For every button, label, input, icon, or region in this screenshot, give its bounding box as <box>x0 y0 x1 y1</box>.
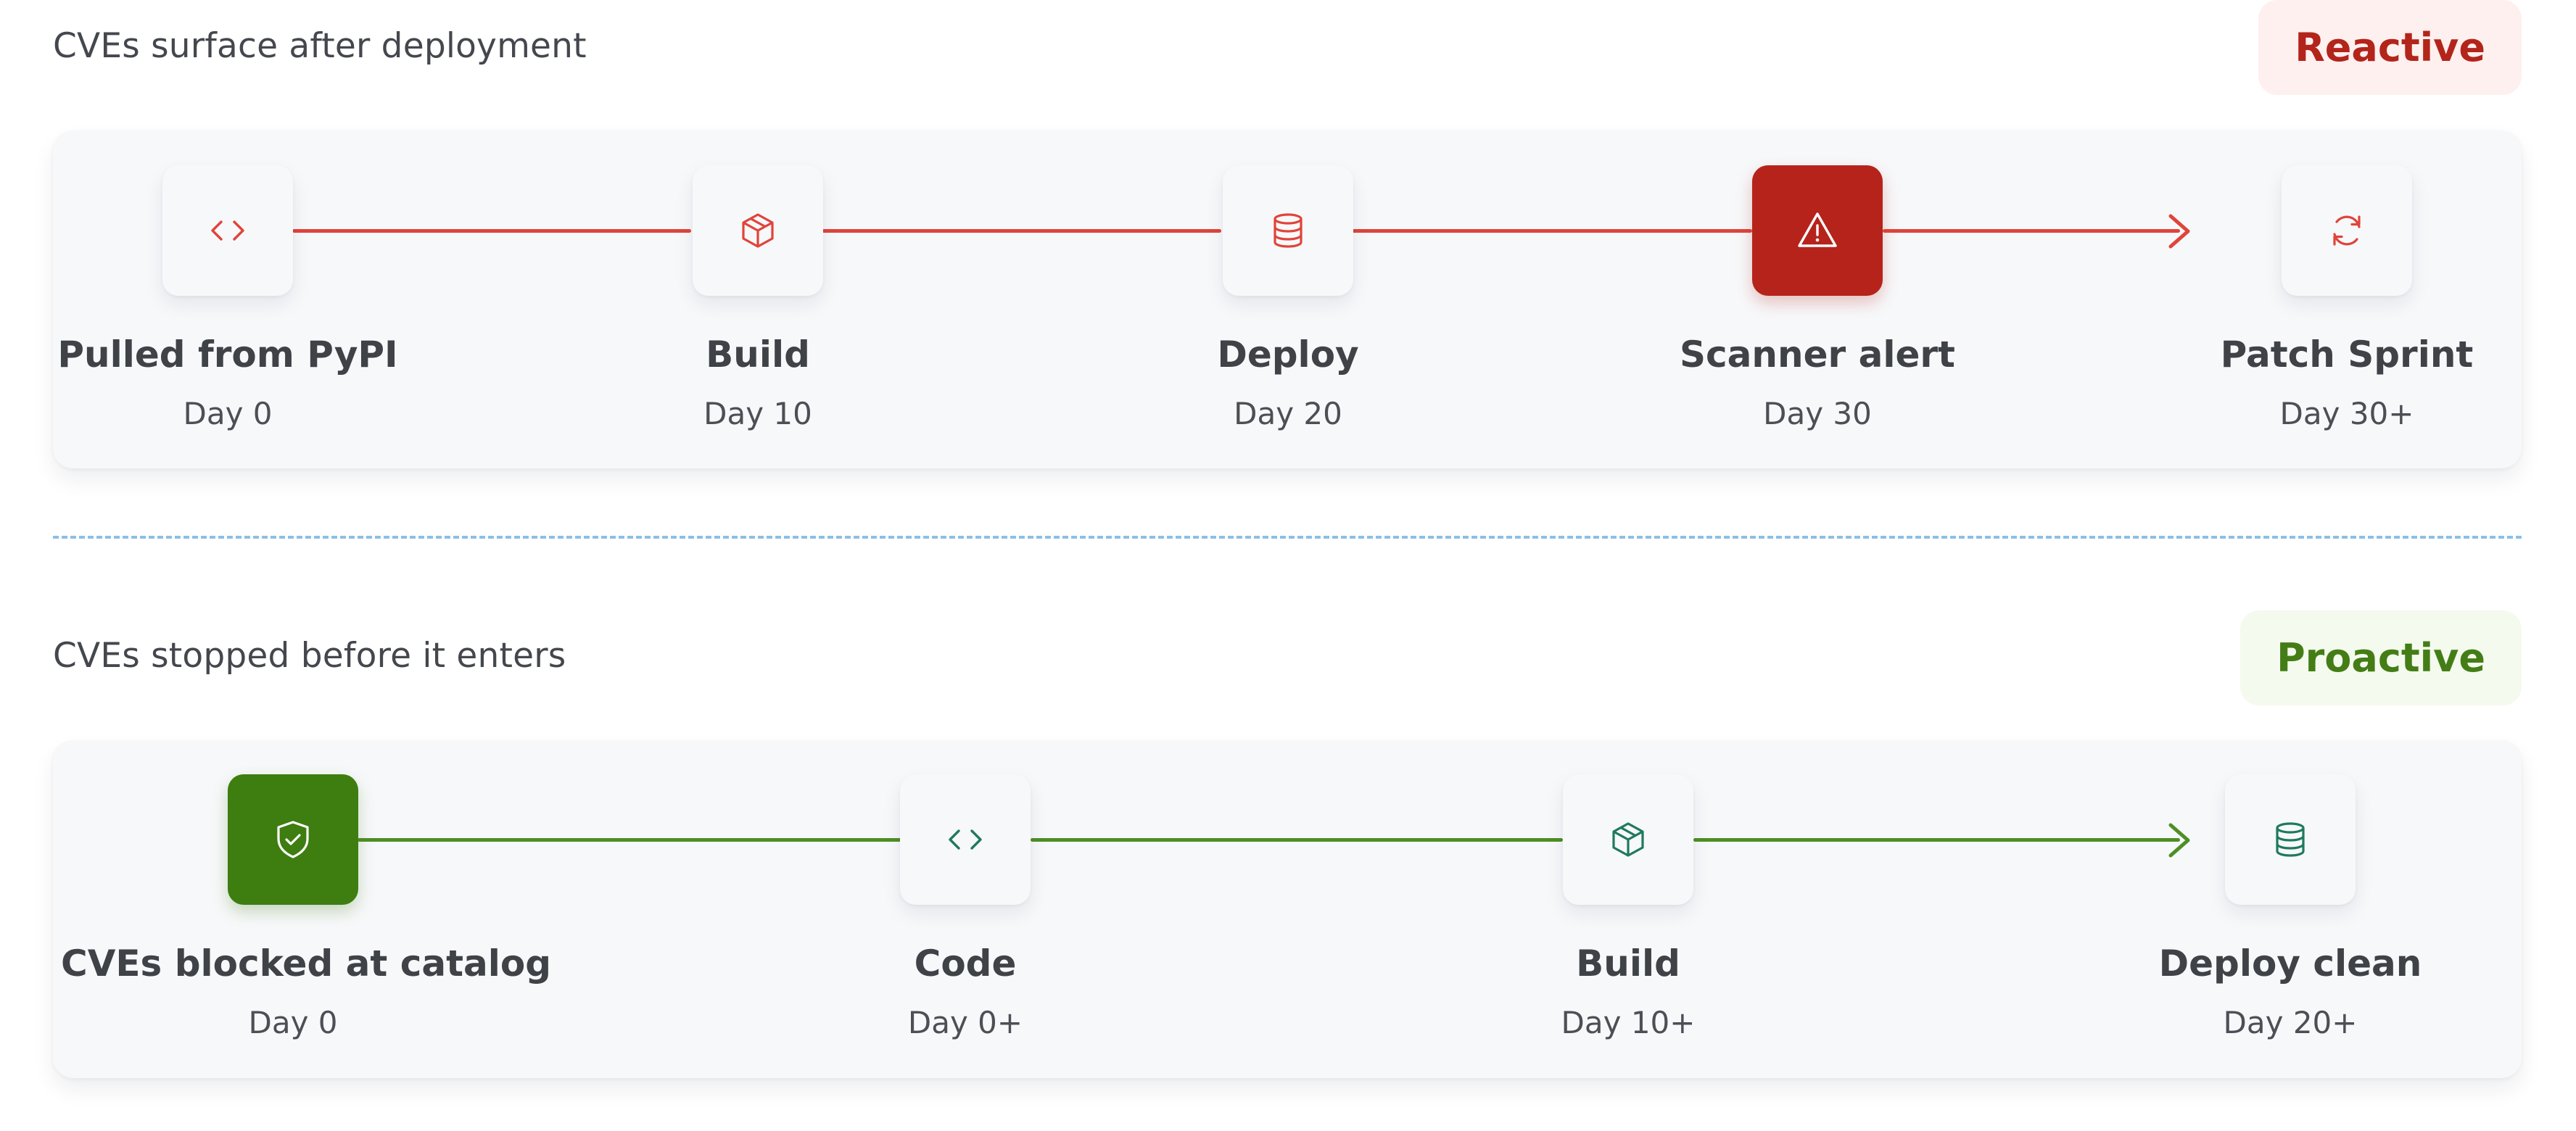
proactive-step-day: Day 10+ <box>1561 1005 1696 1040</box>
package-icon <box>742 213 774 248</box>
package-icon <box>1612 822 1644 857</box>
reactive-step-label: Scanner alert <box>1680 334 1955 376</box>
proactive-node-cves-blocked <box>228 774 358 905</box>
reactive-connector-1 <box>292 229 691 233</box>
reactive-node-build <box>693 165 823 296</box>
section-divider <box>53 536 2522 539</box>
reactive-badge: Reactive <box>2258 0 2522 95</box>
warning-icon <box>1798 212 1837 247</box>
proactive-timeline-panel <box>53 740 2522 1078</box>
proactive-step-label: Deploy clean <box>2158 942 2422 985</box>
reactive-step-day: Day 10 <box>703 396 812 431</box>
proactive-step-day: Day 20+ <box>2223 1005 2358 1040</box>
proactive-badge: Proactive <box>2240 610 2522 705</box>
reactive-node-patch-sprint <box>2282 165 2412 296</box>
reactive-step-label: Patch Sprint <box>2220 334 2474 376</box>
reactive-arrowhead <box>2168 214 2190 249</box>
proactive-node-build <box>1563 774 1693 905</box>
reactive-node-scanner-alert <box>1752 165 1883 296</box>
proactive-section-title: CVEs stopped before it enters <box>53 636 566 676</box>
reactive-connector-4 <box>1883 229 2180 233</box>
proactive-arrowhead <box>2168 823 2190 858</box>
reactive-step-label: Pulled from PyPI <box>57 334 398 376</box>
proactive-step-day: Day 0 <box>248 1005 338 1040</box>
shield-check-icon <box>277 821 309 858</box>
reactive-connector-2 <box>822 229 1221 233</box>
reactive-section-title: CVEs surface after deployment <box>53 26 587 66</box>
reactive-node-deploy <box>1223 165 1353 296</box>
proactive-connector-2 <box>1031 838 1563 842</box>
proactive-node-code <box>900 774 1031 905</box>
code-icon <box>211 220 244 241</box>
proactive-node-deploy-clean <box>2225 774 2356 905</box>
reactive-step-day: Day 30 <box>1763 396 1872 431</box>
reactive-connector-3 <box>1352 229 1752 233</box>
proactive-connector-3 <box>1693 838 2180 842</box>
reactive-step-label: Build <box>706 334 810 376</box>
reactive-step-day: Day 0 <box>183 396 273 431</box>
proactive-step-label: Build <box>1576 942 1680 985</box>
reactive-step-day: Day 30+ <box>2279 396 2414 431</box>
reactive-step-label: Deploy <box>1217 334 1359 376</box>
code-icon <box>949 829 982 850</box>
reactive-step-day: Day 20 <box>1234 396 1342 431</box>
proactive-step-label: Code <box>914 942 1017 985</box>
reactive-node-pulled-from-pypi <box>162 165 293 296</box>
refresh-icon <box>2333 215 2361 246</box>
database-icon <box>2276 822 2305 857</box>
database-icon <box>1273 213 1303 248</box>
proactive-step-day: Day 0+ <box>907 1005 1023 1040</box>
proactive-connector-1 <box>358 838 901 842</box>
proactive-step-label: CVEs blocked at catalog <box>61 942 552 985</box>
